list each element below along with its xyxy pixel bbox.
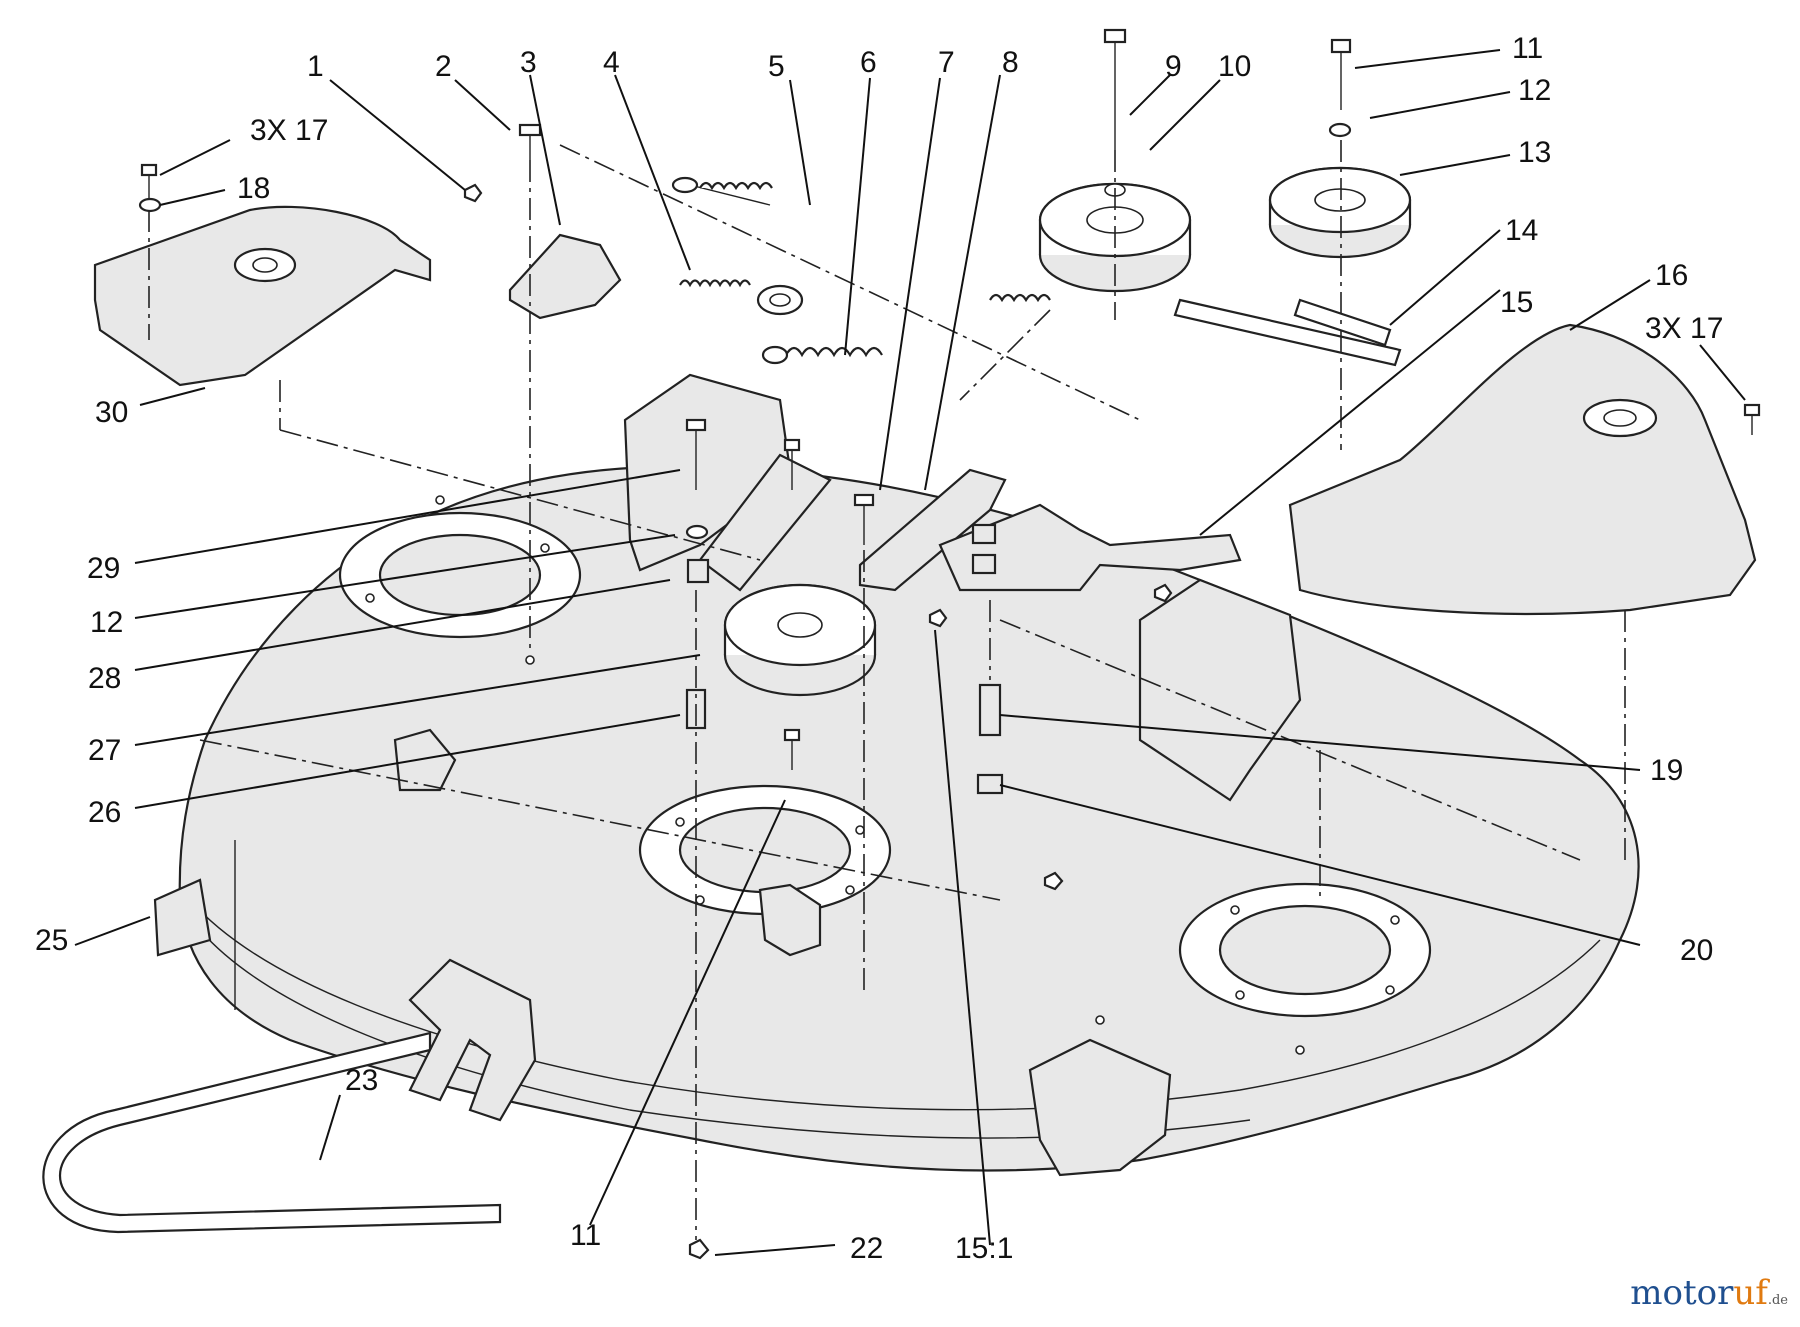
callout-12-top: 12 — [1518, 74, 1551, 107]
bracket-strap — [698, 453, 832, 592]
site-watermark-logo: motoruf.de — [1630, 1273, 1788, 1313]
eye-bolt-4 — [679, 279, 804, 316]
idler-arm — [858, 468, 1007, 592]
callout-6: 6 — [860, 46, 877, 79]
right-belt-cover — [1288, 323, 1757, 616]
extension-spring-8 — [989, 293, 1051, 303]
callout-30: 30 — [95, 396, 128, 429]
callout-18: 18 — [237, 172, 270, 205]
center-idler-pulley — [723, 583, 877, 697]
callout-29: 29 — [87, 552, 120, 585]
callout-25: 25 — [35, 924, 68, 957]
callout-15-1: 15:1 — [955, 1232, 1013, 1265]
right-spindle-opening — [1178, 882, 1432, 1018]
front-hitch-bracket — [408, 958, 537, 1122]
mounting-bracket-right — [1138, 578, 1302, 802]
assembly-centerlines — [148, 140, 1626, 1240]
idler-bracket-15 — [938, 503, 1242, 592]
pivot-bracket — [508, 233, 622, 320]
bolts — [138, 28, 1761, 1260]
deflector-bracket-25 — [153, 878, 212, 957]
left-spindle-opening — [338, 511, 582, 639]
callout-3x17-right: 3X 17 — [1645, 312, 1723, 345]
callout-23: 23 — [345, 1064, 378, 1097]
callout-10: 10 — [1218, 50, 1251, 83]
callout-26: 26 — [88, 796, 121, 829]
idler-pulley-small — [1268, 166, 1412, 259]
center-front-tab — [758, 883, 822, 957]
callout-1: 1 — [307, 50, 324, 83]
left-belt-cover — [93, 205, 432, 387]
callout-7: 7 — [938, 46, 955, 79]
callout-12-left: 12 — [90, 606, 123, 639]
extension-spring-5 — [671, 176, 773, 206]
callout-27: 27 — [88, 734, 121, 767]
callout-11-bottom: 11 — [570, 1219, 601, 1252]
front-center-bracket — [1028, 1038, 1172, 1177]
watermark-accent: uf — [1733, 1273, 1768, 1313]
callout-labels: 1 2 3 4 5 6 7 8 9 10 11 12 13 14 15 16 3… — [35, 32, 1723, 1265]
callout-4: 4 — [603, 46, 620, 79]
deck-holes — [365, 495, 1400, 1055]
callout-20: 20 — [1680, 934, 1713, 967]
drive-belt — [42, 1031, 502, 1234]
callout-9: 9 — [1165, 50, 1182, 83]
callout-8: 8 — [1002, 46, 1019, 79]
callout-3: 3 — [520, 46, 537, 79]
callout-28: 28 — [88, 662, 121, 695]
callout-22: 22 — [850, 1232, 883, 1265]
leader-lines — [74, 49, 1746, 1256]
callout-3x17-left: 3X 17 — [250, 114, 328, 147]
callout-2: 2 — [435, 50, 452, 83]
callout-16: 16 — [1655, 259, 1688, 292]
left-side-tab — [393, 728, 457, 792]
callout-14: 14 — [1505, 214, 1538, 247]
rod — [1173, 298, 1402, 367]
callout-11-top: 11 — [1512, 32, 1543, 65]
callout-15: 15 — [1500, 286, 1533, 319]
watermark-main: motor — [1630, 1273, 1734, 1313]
extension-spring-6 — [761, 345, 883, 365]
callout-13: 13 — [1518, 136, 1551, 169]
watermark-tld: .de — [1767, 1293, 1788, 1308]
callout-19: 19 — [1650, 754, 1683, 787]
callout-5: 5 — [768, 50, 785, 83]
